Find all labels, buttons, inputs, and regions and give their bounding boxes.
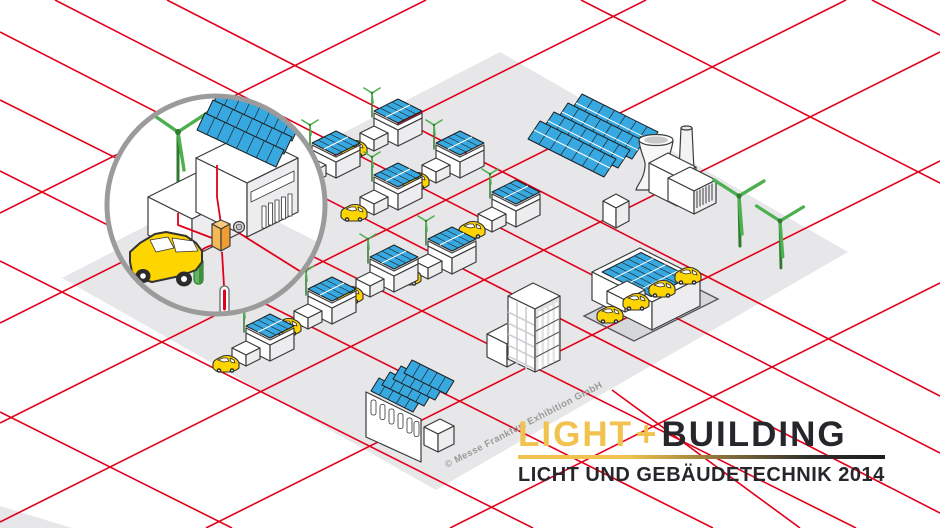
power-line xyxy=(871,0,940,36)
power-line xyxy=(580,0,940,184)
power-line xyxy=(0,411,233,528)
ground-corner-wedge xyxy=(0,506,72,528)
louver-grille-icon xyxy=(696,183,713,208)
logo-subtitle: LICHT UND GEBÄUDETECHNIK 2014 xyxy=(518,464,885,486)
power-line xyxy=(449,282,940,528)
power-plant[interactable] xyxy=(635,125,717,215)
power-line xyxy=(205,160,940,528)
garage-door-slats xyxy=(261,193,293,229)
geothermal-probe-icon xyxy=(219,285,230,314)
meter-socket-icon xyxy=(232,220,246,234)
battery-box-icon xyxy=(211,219,231,252)
window-band xyxy=(250,170,295,203)
logo-plus-icon: + xyxy=(635,415,659,454)
office-tower[interactable] xyxy=(486,282,561,373)
power-line xyxy=(166,0,940,397)
solar-roof-icon xyxy=(196,96,301,168)
logo-title: LIGHT+BUILDING xyxy=(518,417,885,452)
e-car-icon xyxy=(129,231,203,287)
logo-word-light: LIGHT xyxy=(518,415,633,454)
magnifier-ring xyxy=(104,93,328,317)
power-line xyxy=(0,0,847,424)
power-line xyxy=(0,260,534,528)
logo-word-building: BUILDING xyxy=(661,415,847,454)
substation[interactable] xyxy=(602,193,630,229)
logo-underline xyxy=(518,455,885,459)
factory-windows xyxy=(370,399,420,437)
sawtooth-solar-roof-icon xyxy=(370,359,455,413)
solar-factory[interactable] xyxy=(365,359,455,463)
power-line xyxy=(611,389,801,528)
event-logo[interactable]: LIGHT+BUILDING LICHT UND GEBÄUDETECHNIK … xyxy=(518,417,885,487)
power-line xyxy=(0,51,940,523)
